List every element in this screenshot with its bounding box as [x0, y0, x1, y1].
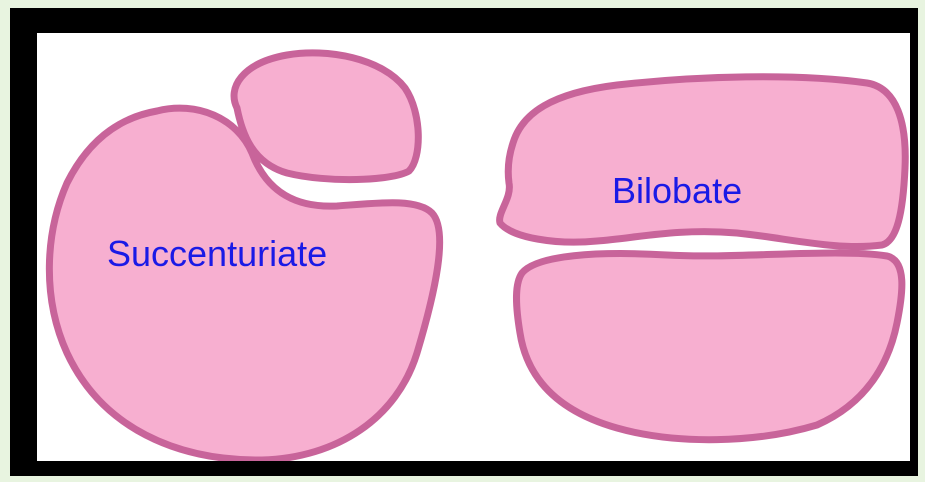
placenta-shapes: Succenturiate Bilobate [37, 33, 910, 461]
bilobate-label: Bilobate [612, 170, 742, 211]
succenturiate-label: Succenturiate [107, 233, 327, 274]
diagram-canvas: Succenturiate Bilobate [37, 33, 910, 461]
bilobate-lower-lobe [516, 253, 901, 440]
succenturiate-accessory-lobe [234, 53, 418, 180]
bilobate-upper-lobe [500, 77, 906, 247]
black-frame: Succenturiate Bilobate [10, 8, 918, 476]
